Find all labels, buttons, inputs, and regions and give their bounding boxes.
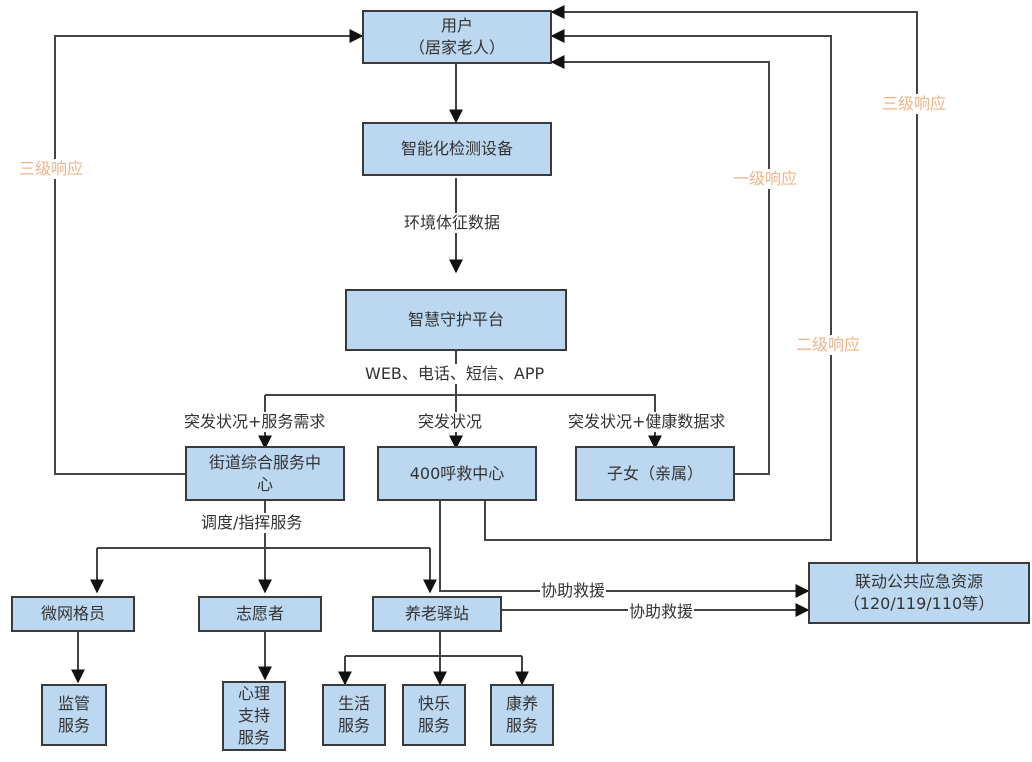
node-emergency-resources: 联动公共应急资源 （120/119/110等） — [808, 562, 1030, 624]
label-level2: 二级响应 — [795, 335, 862, 355]
edge-dispatch-grid — [97, 547, 430, 592]
label-level3-right: 三级响应 — [881, 94, 948, 114]
node-children: 子女（亲属） — [575, 446, 735, 501]
node-platform: 智慧守护平台 — [345, 289, 567, 351]
label-channels: WEB、电话、短信、APP — [364, 364, 546, 384]
label-dispatch: 调度/指挥服务 — [200, 513, 304, 533]
node-street-center: 街道综合服务中 心 — [185, 446, 345, 501]
node-volunteer: 志愿者 — [198, 596, 322, 632]
node-400-center: 400呼救中心 — [377, 446, 537, 501]
label-assist-station: 协助救援 — [628, 602, 695, 622]
edge-400-emergency — [439, 500, 810, 598]
label-to-children: 突发状况+健康数据求 — [567, 412, 727, 432]
edge-station-subs — [344, 630, 523, 684]
label-env-data: 环境体征数据 — [403, 213, 502, 233]
node-device: 智能化检测设备 — [362, 122, 552, 176]
edge-children-user — [550, 55, 770, 475]
node-health-service: 康养 服务 — [490, 684, 554, 746]
label-to-400: 突发状况 — [417, 412, 484, 432]
node-grid-worker: 微网格员 — [11, 596, 135, 632]
node-user: 用户 （居家老人） — [362, 10, 552, 64]
node-joy-service: 快乐 服务 — [402, 684, 466, 746]
label-level3-left: 三级响应 — [18, 159, 85, 179]
node-life-service: 生活 服务 — [322, 684, 386, 746]
label-level1: 一级响应 — [732, 169, 799, 189]
node-elderly-station: 养老驿站 — [372, 596, 502, 632]
edge-emergency-user — [550, 5, 918, 562]
node-supervise-service: 监管 服务 — [41, 684, 107, 746]
edge-400-user — [484, 29, 832, 541]
node-psych-service: 心理 支持 服务 — [222, 681, 286, 751]
label-assist-400: 协助救援 — [540, 581, 607, 601]
edge-street-user — [54, 29, 364, 475]
label-to-street: 突发状况+服务需求 — [183, 412, 327, 432]
